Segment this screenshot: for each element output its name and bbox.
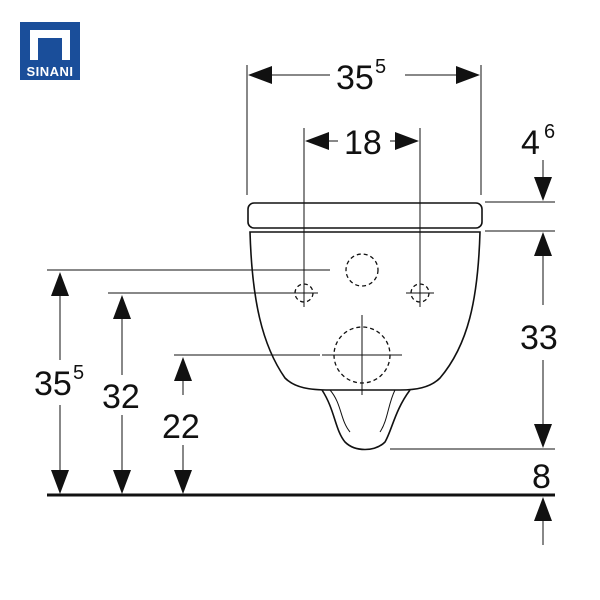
arrow-down-icon xyxy=(113,470,131,494)
dim-bowl-height: 33 xyxy=(390,232,558,450)
dim-seat-thickness: 4 6 xyxy=(485,121,555,232)
toilet-trap xyxy=(321,389,411,451)
overall-width-sup: 5 xyxy=(375,56,386,78)
logo-mark-icon xyxy=(30,30,70,60)
arrow-right-icon xyxy=(456,66,480,84)
brand-name: SINANI xyxy=(26,64,73,79)
floor-gap-value: 8 xyxy=(532,458,551,496)
arrow-left-icon xyxy=(248,66,272,84)
dim-overall-width: 35 5 xyxy=(246,56,482,195)
dim-height-mounting: 32 xyxy=(102,292,290,494)
toilet-seat xyxy=(247,202,483,229)
height-top-outlet-sup: 5 xyxy=(73,362,84,384)
dim-pipe-spacing: 18 xyxy=(303,124,421,285)
height-top-outlet-value: 35 xyxy=(34,365,72,403)
brand-logo: SINANI xyxy=(20,22,80,80)
bowl-height-value: 33 xyxy=(520,319,558,357)
seat-thickness-value: 4 xyxy=(521,124,540,162)
arrow-up-icon xyxy=(534,232,552,256)
seat-thickness-sup: 6 xyxy=(544,121,555,143)
dim-height-top-outlet: 35 5 xyxy=(34,269,330,494)
arrow-down-icon xyxy=(534,177,552,201)
arrow-up-icon xyxy=(174,357,192,381)
dim-floor-gap: 8 xyxy=(532,458,552,545)
arrow-up-icon xyxy=(113,295,131,319)
height-mounting-value: 32 xyxy=(102,378,140,416)
height-drain-value: 22 xyxy=(162,408,200,446)
arrow-up-icon xyxy=(534,497,552,521)
overall-width-value: 35 xyxy=(336,59,374,97)
arrow-left-icon xyxy=(305,132,329,150)
toilet-outline xyxy=(247,202,483,451)
dim-height-drain: 22 xyxy=(162,354,320,494)
arrow-down-icon xyxy=(51,470,69,494)
arrow-right-icon xyxy=(395,132,419,150)
drain-outlet xyxy=(322,315,402,395)
pipe-spacing-value: 18 xyxy=(344,124,382,162)
arrow-down-icon xyxy=(534,424,552,448)
arrow-up-icon xyxy=(51,272,69,296)
arrow-down-icon xyxy=(174,470,192,494)
water-inlet-circle xyxy=(345,253,379,287)
toilet-bowl xyxy=(249,231,481,391)
